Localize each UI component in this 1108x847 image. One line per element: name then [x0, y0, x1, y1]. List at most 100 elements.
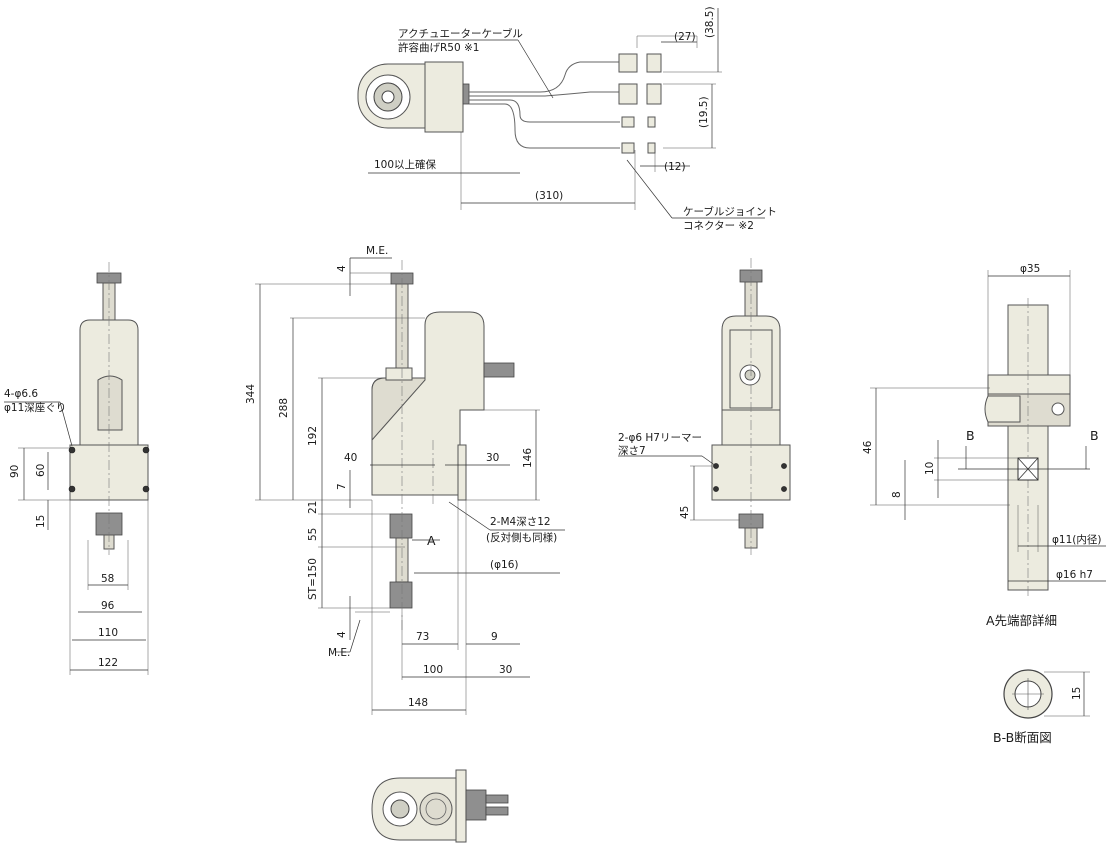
- joint-label-1: ケーブルジョイント: [683, 205, 777, 218]
- dim-38-5: (38.5): [704, 6, 716, 38]
- dim-4-top: 4: [336, 265, 348, 272]
- dim-288: 288: [278, 398, 290, 418]
- dim-8: 8: [891, 491, 903, 498]
- section-b-left: B: [966, 428, 975, 443]
- section-bb-caption: B-B断面図: [993, 730, 1052, 745]
- label-a: A: [427, 533, 436, 548]
- section-dim-15: 15: [1071, 687, 1083, 700]
- connector-1b: [646, 53, 662, 73]
- dim-10: 10: [924, 462, 936, 475]
- dim-46: 46: [862, 440, 874, 454]
- connector-3: [621, 116, 635, 128]
- front-top-nut: [385, 367, 413, 381]
- dim-148: 148: [408, 697, 428, 709]
- detail-bolt-hole: [1051, 402, 1065, 416]
- left-window: [97, 375, 123, 431]
- connector-3b: [647, 116, 656, 128]
- ream-label-1: 2-φ6 H7リーマー: [618, 432, 702, 444]
- cable-label-1: アクチュエーターケーブル: [398, 27, 523, 40]
- detail-a-caption: A先端部詳細: [986, 613, 1057, 628]
- dim-55: 55: [307, 528, 319, 541]
- section-b-right: B: [1090, 428, 1099, 443]
- side-base: [711, 444, 791, 501]
- bottom-boss-1-inner: [390, 799, 410, 819]
- dim-192: 192: [307, 426, 319, 446]
- side-view: 2-φ6 H7リーマー 深さ7 45: [618, 258, 791, 555]
- dim-9: 9: [491, 631, 498, 643]
- left-hole-3: [68, 485, 76, 493]
- dim-122: 122: [98, 657, 118, 669]
- connector-4b: [647, 142, 656, 154]
- st-label: ST=150: [307, 558, 319, 600]
- dim-146: 146: [522, 448, 534, 468]
- dim-310: (310): [535, 190, 563, 202]
- dim-60: 60: [35, 464, 47, 477]
- bottom-boss-2: [419, 792, 453, 826]
- top-view-flange: [462, 83, 470, 105]
- cable-2: [469, 91, 620, 97]
- detail-a: φ35 46 10 8 B B φ11(内径) φ16 h7 A先端部詳細: [862, 263, 1106, 628]
- joint-label-2: コネクター ※2: [683, 220, 754, 232]
- dim-21: 21: [307, 501, 319, 514]
- left-hole-4: [142, 485, 150, 493]
- dim-58: 58: [101, 573, 114, 585]
- cable-3: [469, 99, 620, 123]
- front-view: M.E. 4 344 288 192 40 30 146 7 21 55 ST=…: [245, 245, 565, 715]
- connector-2b: [646, 83, 662, 105]
- dim-19-5: (19.5): [698, 96, 710, 128]
- left-hole-1: [68, 446, 76, 454]
- holes-label-2: φ11深座ぐり: [4, 401, 66, 414]
- connector-2: [618, 83, 638, 105]
- dim-12: (12): [664, 161, 686, 173]
- tap-label-2: (反対側も同様): [486, 531, 557, 544]
- top-view-motor-block: [424, 61, 464, 133]
- dim-7: 7: [336, 483, 348, 490]
- dim-40: 40: [344, 452, 357, 464]
- dim-phi11: φ11(内径): [1052, 533, 1101, 546]
- left-hole-2: [142, 446, 150, 454]
- left-base: [69, 444, 149, 501]
- bottom-motor: [465, 789, 487, 821]
- me-bottom-label: M.E.: [328, 647, 350, 659]
- bottom-view: [371, 769, 509, 843]
- bottom-flange: [455, 769, 467, 843]
- tap-label-1: 2-M4深さ12: [490, 516, 551, 528]
- front-bracket: [457, 444, 467, 501]
- dim-phi16h7: φ16 h7: [1056, 569, 1093, 581]
- bottom-pin-2: [485, 806, 509, 816]
- dim-phi35: φ35: [1020, 263, 1040, 275]
- left-view: 4-φ6.6 φ11深座ぐり 90 60 15 58 96 110 122: [4, 262, 150, 675]
- bottom-pin-1: [485, 794, 509, 804]
- dim-110: 110: [98, 627, 118, 639]
- dim-15: 15: [35, 515, 47, 528]
- side-ream-hole-2: [781, 463, 787, 469]
- cable-1: [469, 61, 620, 93]
- section-bb: 15 B-B断面図: [993, 669, 1090, 745]
- holes-label-1: 4-φ6.6: [4, 388, 38, 400]
- dim-73: 73: [416, 631, 429, 643]
- cable-4: [469, 103, 620, 149]
- dim-phi16: (φ16): [490, 559, 518, 571]
- cable-label-2: 許容曲げR50 ※1: [398, 41, 479, 54]
- connector-4: [621, 142, 635, 154]
- front-rod-end-lower: [389, 581, 413, 609]
- dim-45: 45: [679, 506, 691, 519]
- dim-344: 344: [245, 384, 257, 404]
- dim-30-top: 30: [486, 452, 499, 464]
- side-hole-4: [781, 486, 787, 492]
- me-top-label: M.E.: [366, 245, 388, 257]
- connector-1: [618, 53, 638, 73]
- side-hole-3: [713, 486, 719, 492]
- dim-90: 90: [9, 465, 21, 478]
- dim-4-bottom: 4: [336, 631, 348, 638]
- dim-100: 100: [423, 664, 443, 676]
- dim-27: (27): [674, 31, 696, 43]
- top-view: アクチュエーターケーブル 許容曲げR50 ※1 100以上確保 (27) (38…: [357, 6, 777, 232]
- top-view-rod-bore: [381, 90, 395, 104]
- dim-96: 96: [101, 600, 115, 612]
- front-lower-nut: [389, 513, 413, 539]
- bottom-boss-2-ring: [425, 798, 447, 820]
- ream-label-2: 深さ7: [618, 445, 646, 457]
- side-ring-inner: [744, 369, 756, 381]
